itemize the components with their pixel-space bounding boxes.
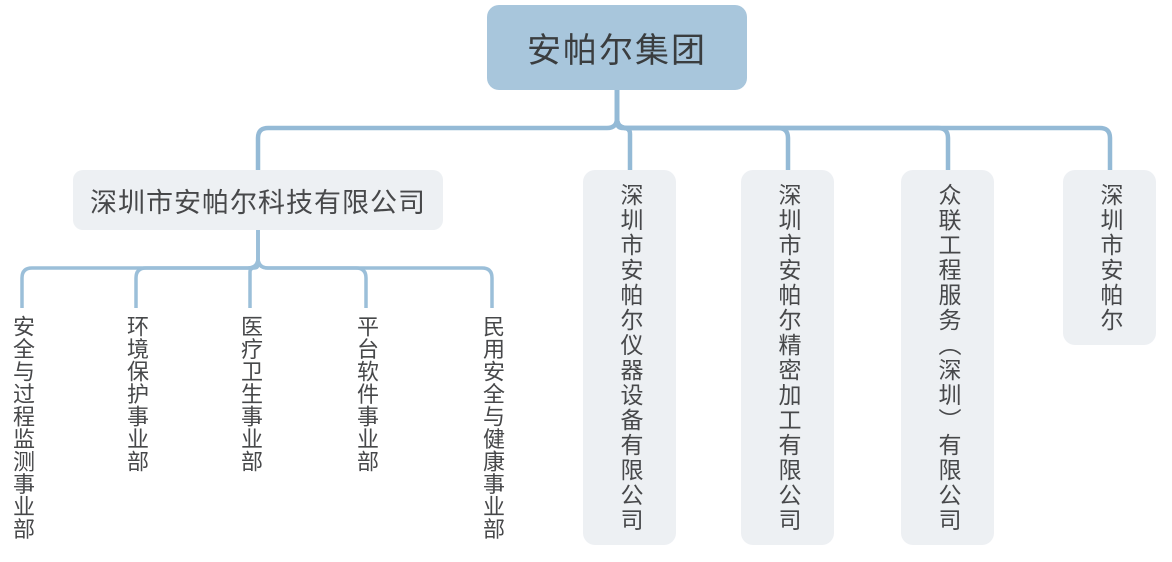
org-node-subsidiary-precision-label: 深圳市安帕尔精密加工有限公司 [775, 182, 801, 533]
org-node-subsidiary-zhonglian-label: 众联工程服务（深圳）有限公司 [935, 182, 961, 533]
connector-subsidiary1-to-division-5 [256, 228, 494, 308]
org-node-subsidiary-instruments-label: 深圳市安帕尔仪器设备有限公司 [617, 182, 643, 533]
org-node-subsidiary-zhonglian: 众联工程服务（深圳）有限公司 [901, 170, 994, 545]
connector-root-to-subsidiary-1 [255, 88, 620, 170]
org-node-root: 安帕尔集团 [487, 5, 747, 90]
org-node-division-medical: 医疗卫生事业部 [238, 315, 263, 473]
org-node-division-platform-software: 平台软件事业部 [354, 315, 379, 473]
connector-subsidiary1-to-division-3 [248, 228, 260, 308]
org-node-root-label: 安帕尔集团 [527, 32, 707, 70]
connector-root-to-subsidiary-5 [614, 88, 1113, 170]
org-node-subsidiary-tech-label: 深圳市安帕尔科技有限公司 [90, 187, 426, 218]
org-node-subsidiary-precision: 深圳市安帕尔精密加工有限公司 [741, 170, 834, 545]
org-node-subsidiary-anpaer: 深圳市安帕尔 [1063, 170, 1156, 345]
org-node-subsidiary-anpaer-label: 深圳市安帕尔 [1097, 182, 1123, 333]
connector-subsidiary1-to-division-2 [134, 228, 260, 308]
org-node-division-environment: 环境保护事业部 [124, 315, 149, 473]
org-node-division-safety-process: 安全与过程监测事业部 [10, 315, 35, 540]
org-node-subsidiary-instruments: 深圳市安帕尔仪器设备有限公司 [583, 170, 676, 545]
org-node-subsidiary-tech: 深圳市安帕尔科技有限公司 [73, 170, 443, 230]
org-node-division-civil-safety-health: 民用安全与健康事业部 [480, 315, 505, 540]
